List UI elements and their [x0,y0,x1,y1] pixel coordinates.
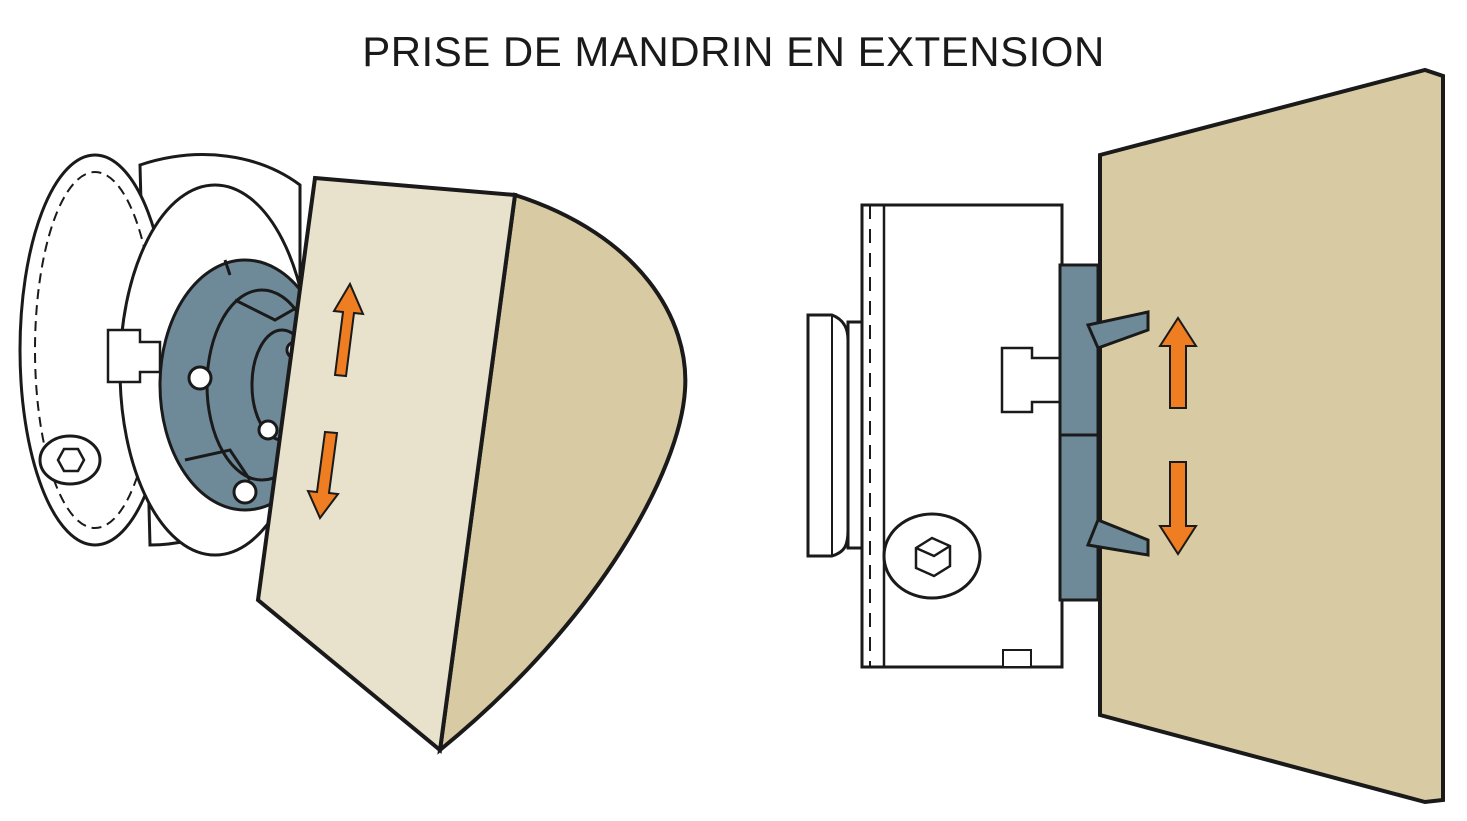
hex-socket-icon [38,434,102,486]
wood-blank-side [1098,67,1445,805]
right-side-view [806,67,1445,805]
jaws-side [1058,263,1150,602]
double-vertical-arrow-icon [1158,316,1198,556]
diagram-title: PRISE DE MANDRIN EN EXTENSION [362,28,1105,75]
double-vertical-arrow-icon [306,281,365,520]
chuck-body-side [860,203,1064,669]
wood-blank-perspective [255,175,688,755]
left-perspective-view [18,153,688,755]
spindle-adapter [806,313,866,558]
